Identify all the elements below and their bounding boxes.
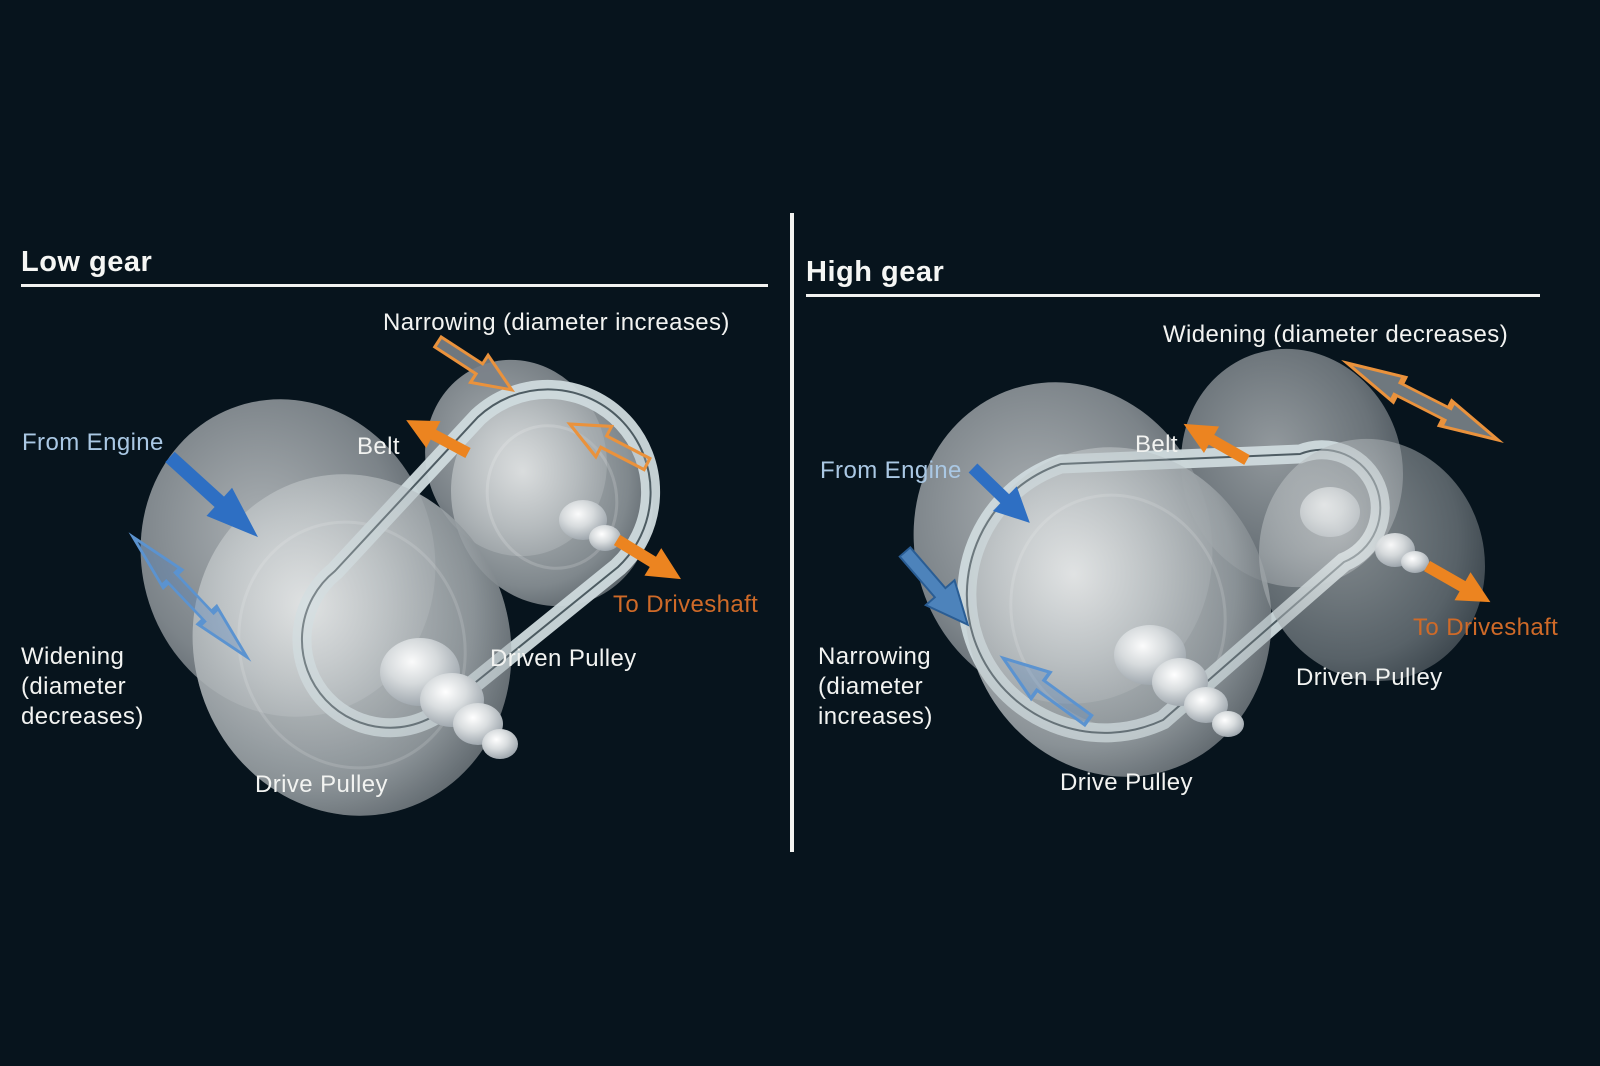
panel-divider (790, 213, 794, 852)
belt-label: Belt (1135, 431, 1178, 458)
high-gear-title-rule (806, 294, 1540, 297)
from-engine-label: From Engine (820, 457, 962, 484)
widening-label: Widening (diameter decreases) (1163, 321, 1509, 348)
from-engine-label: From Engine (22, 429, 164, 456)
driven-pulley-label: Driven Pulley (1296, 664, 1443, 691)
driven-pulley-front-sheave (1259, 438, 1485, 682)
drive-pulley-label: Drive Pulley (1060, 769, 1193, 796)
drive-shaft-cones (1114, 625, 1244, 737)
low-gear-title: Low gear (21, 246, 153, 278)
driven-shaft-stub (559, 500, 621, 551)
drive-pulley-label: Drive Pulley (255, 771, 388, 798)
to-driveshaft-label: To Driveshaft (613, 591, 759, 618)
high-gear-title: High gear (806, 256, 945, 288)
driven-pulley-ring (485, 424, 619, 570)
narrowing-label: Narrowing (diameter increases) (383, 309, 730, 336)
driven-pulley-label: Driven Pulley (490, 645, 637, 672)
low-gear-title-rule (21, 284, 768, 287)
drive-shaft-cones (380, 638, 518, 759)
high-gear-pulley-assembly (913, 348, 1485, 777)
low-gear-pulley-assembly (140, 359, 661, 816)
widening-label: Widening (diameter decreases) (21, 643, 144, 730)
driven-shaft-stub (1375, 533, 1429, 573)
narrowing-label: Narrowing (diameter increases) (818, 643, 933, 730)
to-driveshaft-label: To Driveshaft (1413, 614, 1559, 641)
drive-pulley-front-sheave-ghost (192, 474, 512, 816)
belt-label: Belt (357, 433, 400, 460)
